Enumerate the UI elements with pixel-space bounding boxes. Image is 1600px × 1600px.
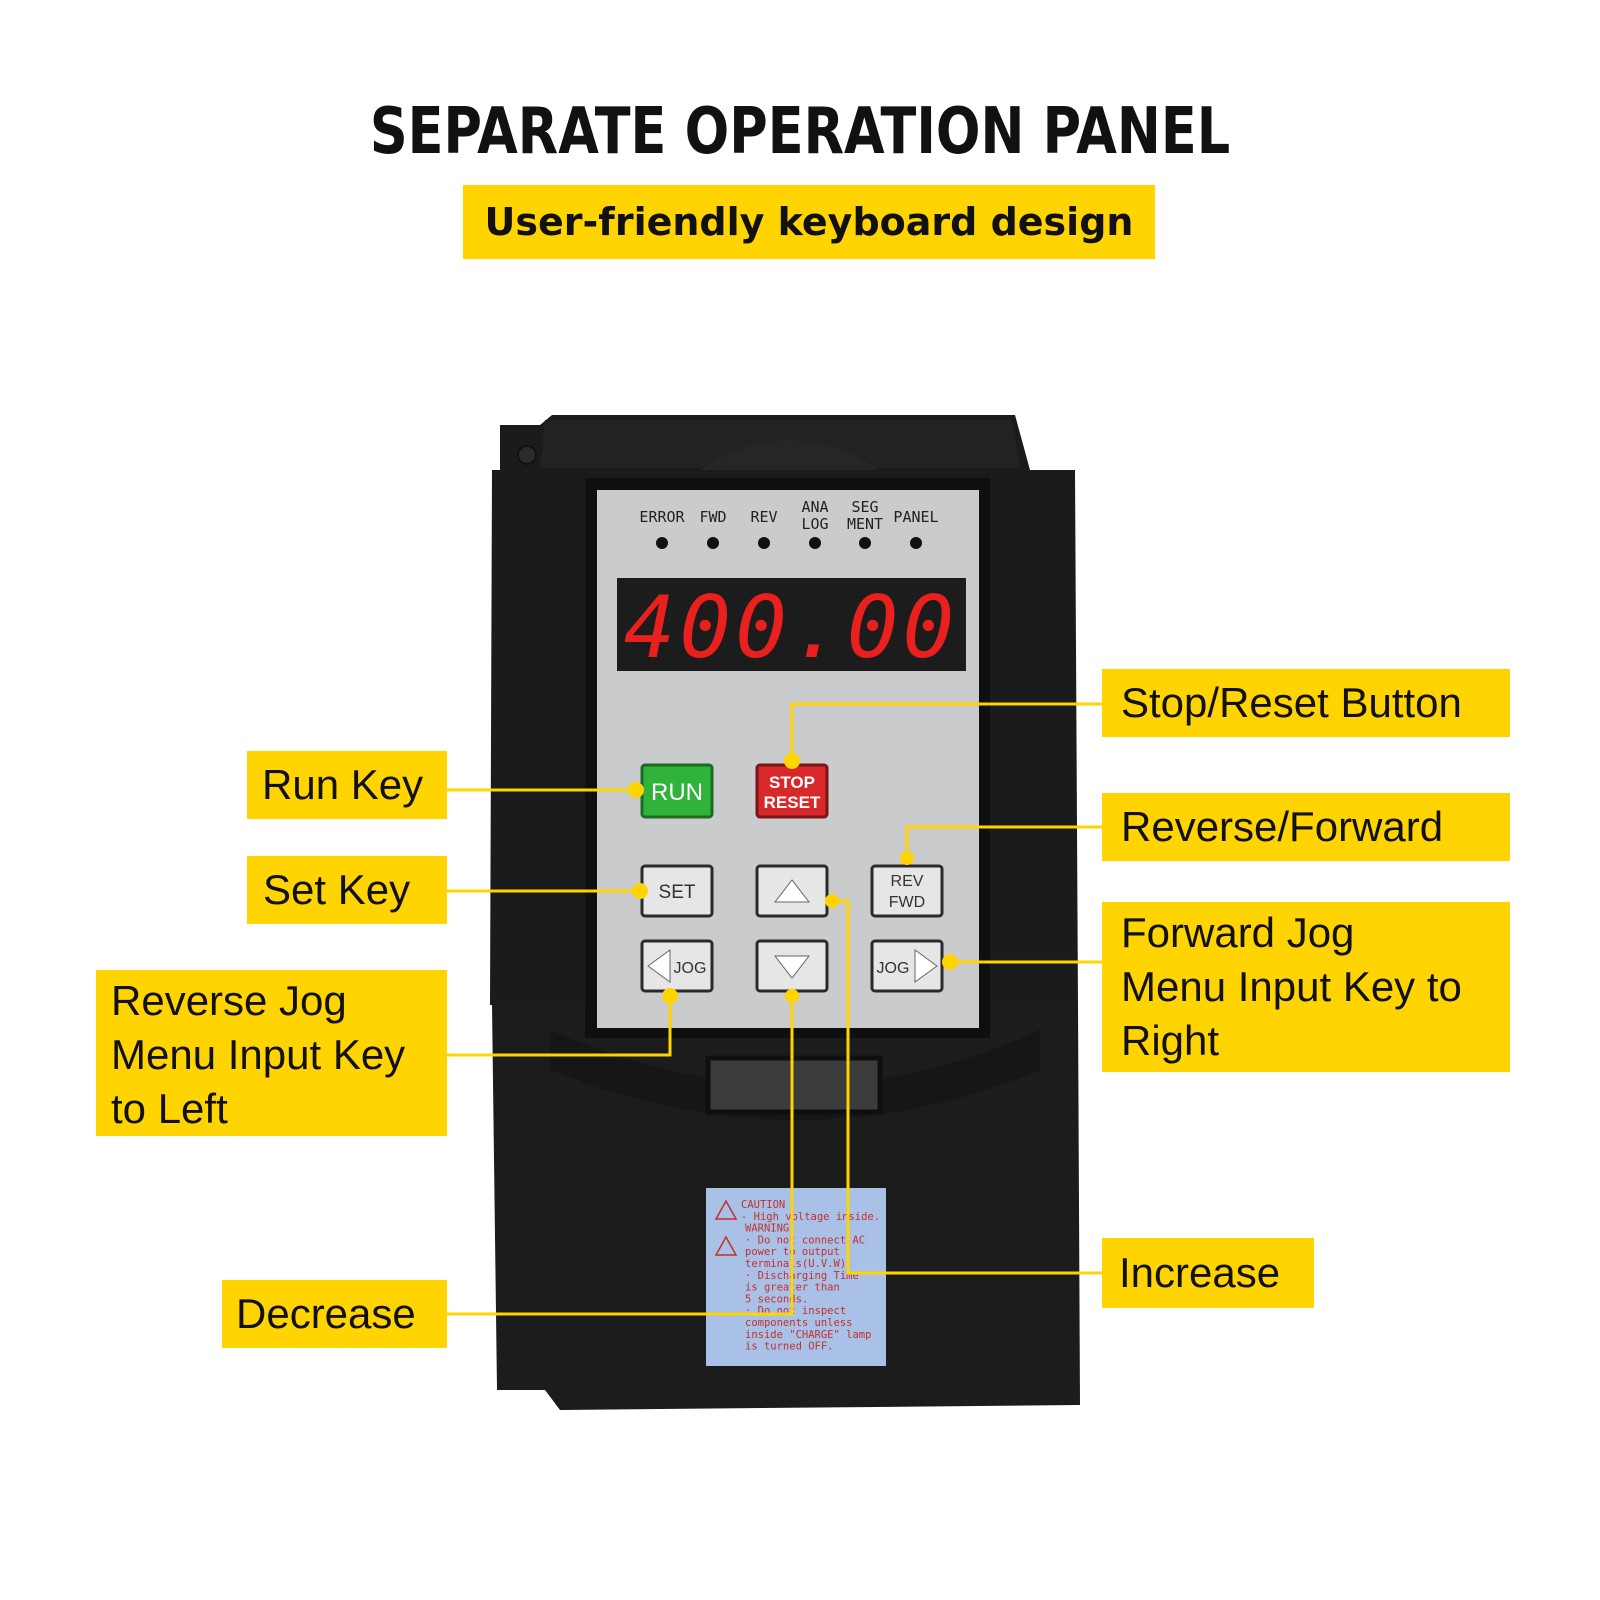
seven-segment-display: 400.00 [617,578,966,678]
indicator-led [910,537,922,549]
leader-dots [628,753,958,1004]
indicator-label: PANEL [893,508,938,526]
indicator-label: FWD [699,508,726,526]
right-arrow-icon [914,949,938,983]
indicator-led [707,537,719,549]
leader-lines [447,702,1102,1316]
page-title: SEPARATE OPERATION PANEL [369,95,1231,169]
indicator-led [758,537,770,549]
rev-key-label-line1: REV [891,873,924,890]
indicator-led [656,537,668,549]
warning-text-line: - High voltage inside. [741,1211,880,1223]
up-arrow-icon [773,879,811,903]
reverse-jog-key[interactable]: JOG [640,939,714,993]
warning-icon [714,1235,738,1256]
forward-jog-key[interactable]: JOG [870,939,944,993]
stop-key-label-line2: RESET [764,793,821,812]
callout-decrease: Decrease [222,1280,447,1348]
warning-text-line: · Do not connect AC [745,1234,865,1246]
display-readout: 400.00 [624,578,959,678]
run-key-label: RUN [651,779,703,806]
indicator-label: MENT [847,515,883,533]
indicator-led [809,537,821,549]
callout-set-key: Set Key [247,856,447,924]
stop-key-label-line1: STOP [769,773,815,792]
warning-text-line: 5 seconds. [745,1293,808,1305]
warning-text-line: CAUTION [741,1199,785,1211]
rev-key-label-line2: FWD [889,894,925,911]
increase-key[interactable] [755,864,829,918]
callout-run-key: Run Key [247,751,447,819]
rev-fwd-key[interactable]: REV FWD [870,864,944,918]
indicator-label: ANA [801,498,828,516]
decrease-key[interactable] [755,939,829,993]
high-voltage-icon [714,1199,738,1220]
indicator-label: REV [750,508,777,526]
run-key[interactable]: RUN [640,763,714,819]
down-arrow-icon [773,955,811,979]
stop-reset-key[interactable]: STOP RESET [755,763,829,819]
warning-sticker: CAUTION- High voltage inside.WARNING:· D… [706,1188,886,1366]
indicator-label: LOG [801,515,828,533]
warning-text-line: inside "CHARGE" lamp [745,1329,871,1341]
callout-stop-reset: Stop/Reset Button [1102,669,1510,737]
callout-reverse-forward: Reverse/Forward [1102,793,1510,861]
set-key-label: SET [659,882,696,903]
callout-reverse-jog: Reverse Jog Menu Input Key to Left [96,970,447,1136]
warning-text-line: · Discharging Time [745,1270,859,1282]
warning-text-line: WARNING: [745,1223,796,1235]
jog-left-label: JOG [674,960,707,977]
warning-text-line: is turned OFF. [745,1341,834,1353]
left-arrow-icon [647,949,671,983]
warning-text-line: components unless [745,1317,852,1329]
warning-text-line: terminals(U.V.W) [745,1258,846,1270]
jog-right-label: JOG [877,960,910,977]
indicator-label: ERROR [639,508,685,526]
set-key[interactable]: SET [640,864,714,918]
subtitle-banner: User-friendly keyboard design [463,185,1155,259]
callout-forward-jog: Forward Jog Menu Input Key to Right [1102,902,1510,1072]
indicator-label: SEG [851,498,878,516]
callout-increase: Increase [1102,1238,1314,1308]
indicator-led [859,537,871,549]
